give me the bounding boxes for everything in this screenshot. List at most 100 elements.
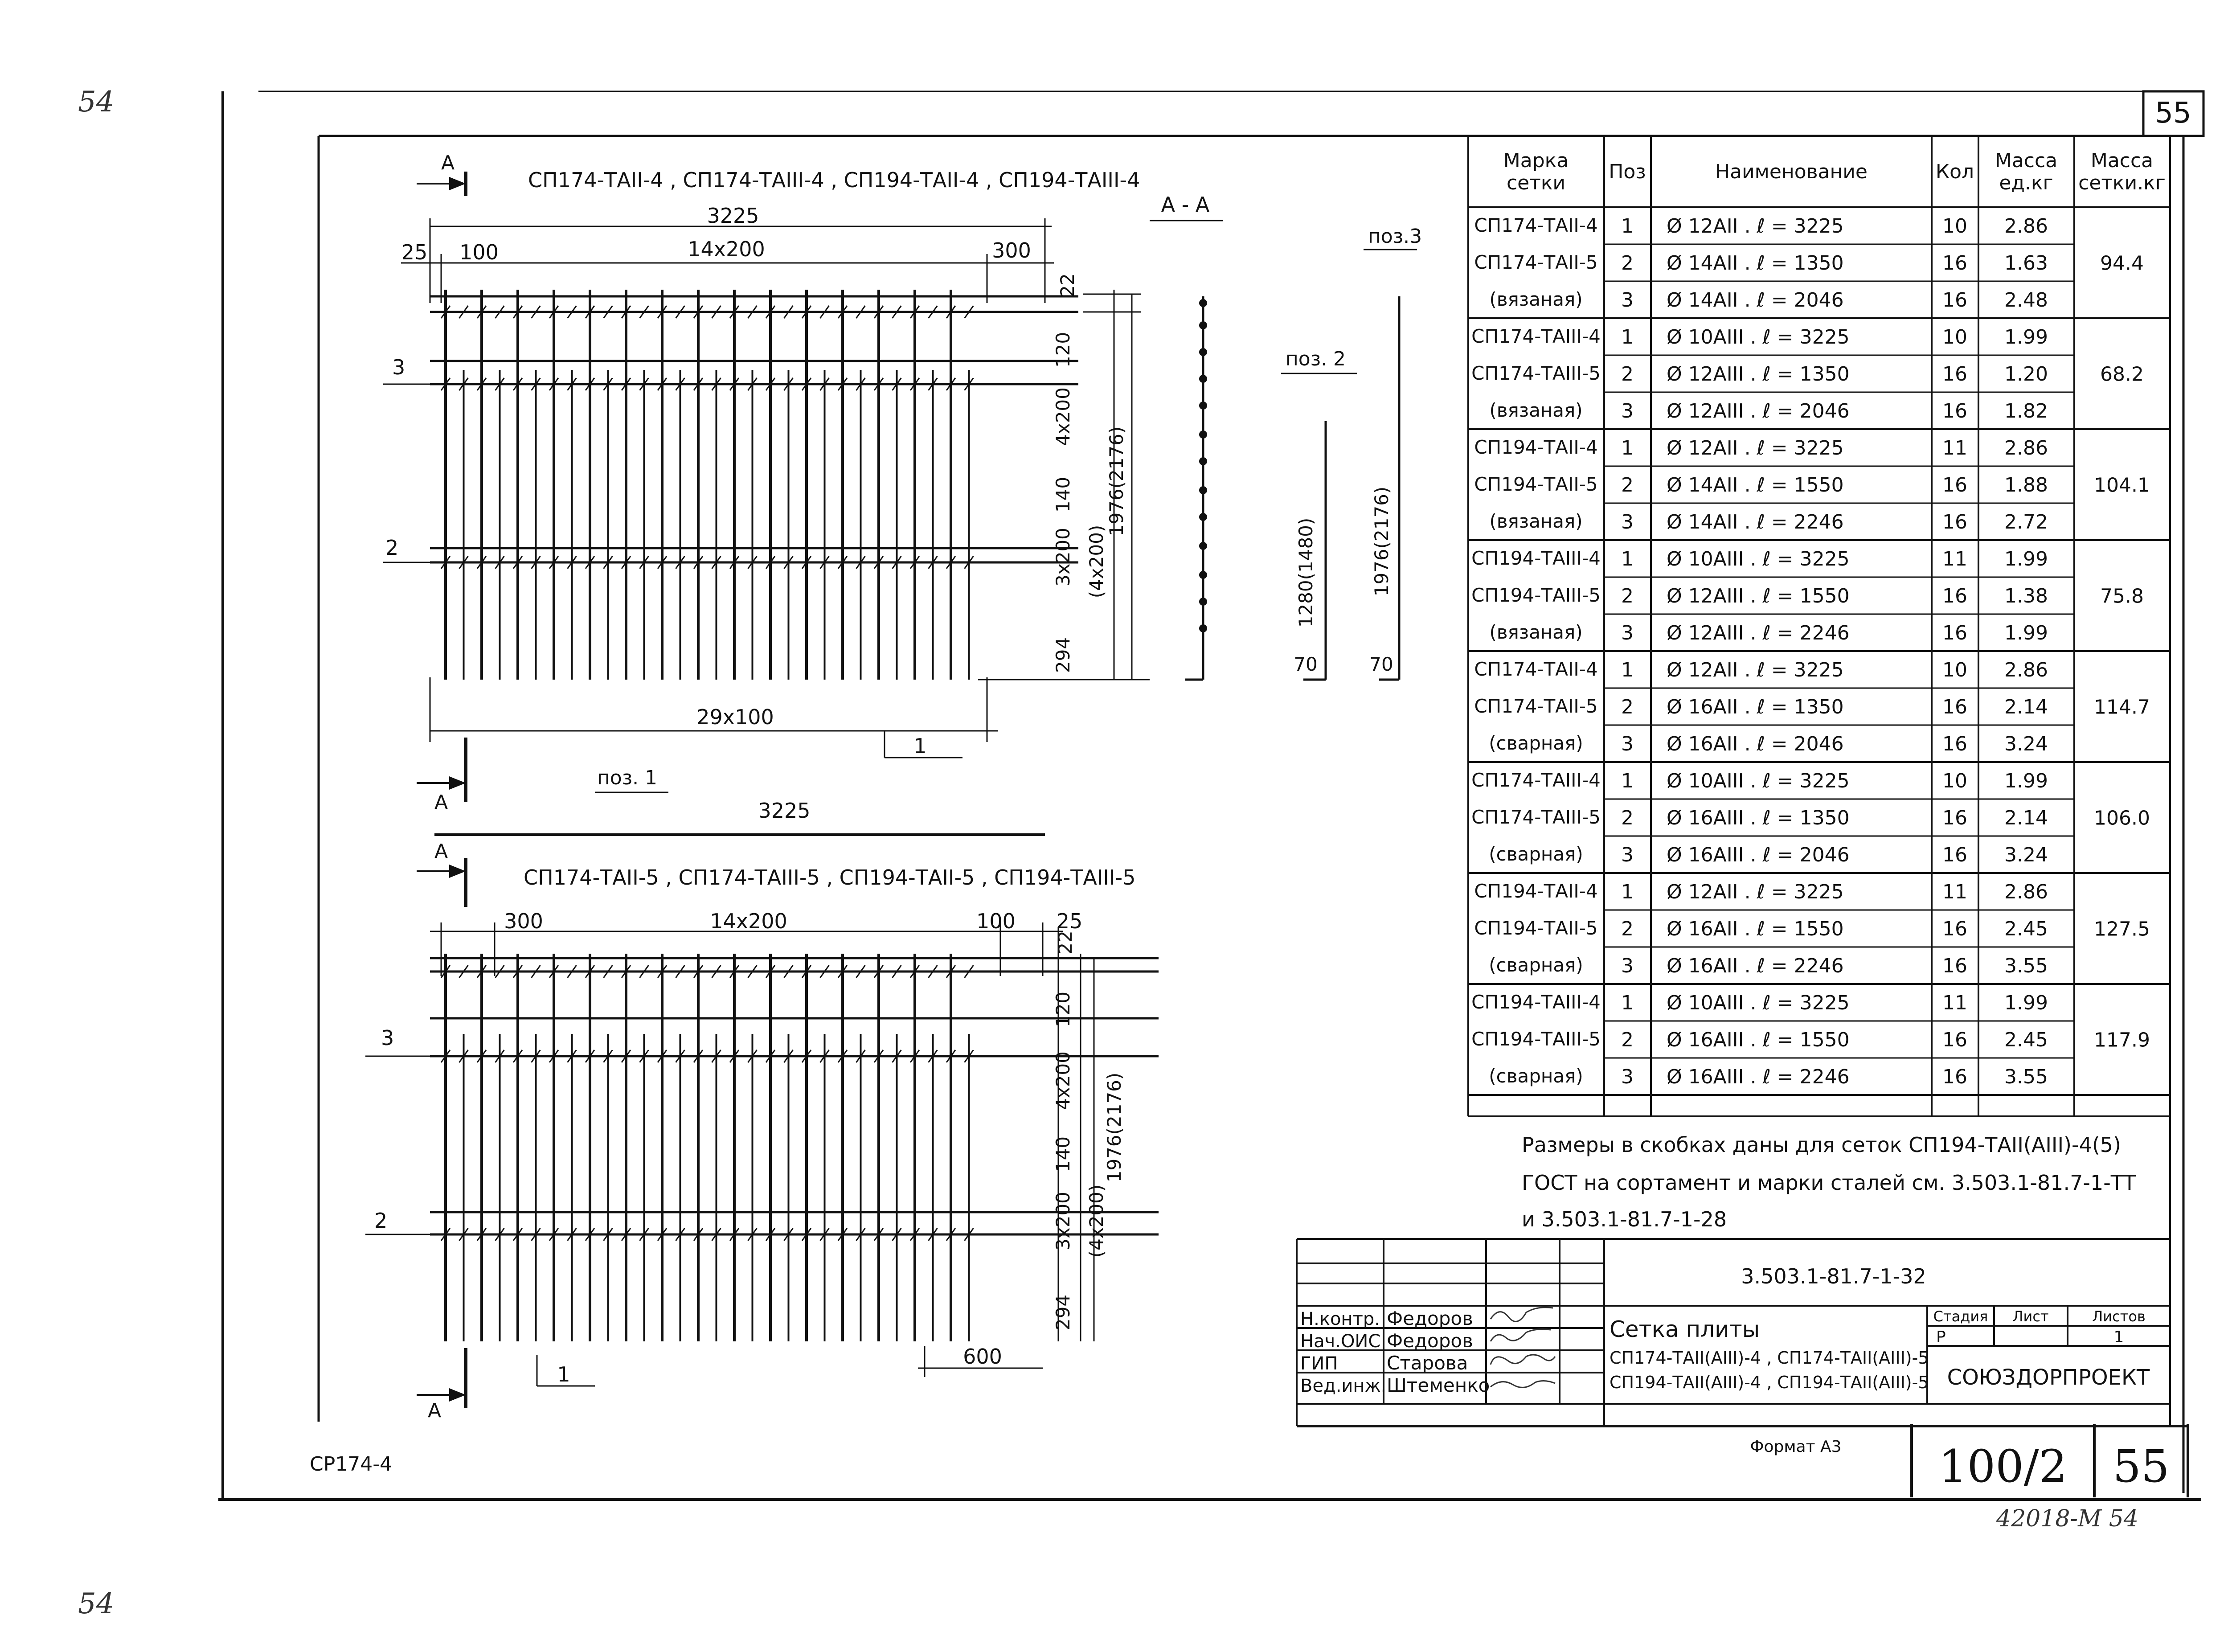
spec-cell-mass: 2.86 (2004, 437, 2048, 459)
mesh-tick (603, 1228, 613, 1241)
mesh-tick (747, 1049, 758, 1063)
dim-bottom-120: 120 (1052, 992, 1074, 1027)
mesh-tick (567, 305, 577, 319)
mesh-tick (512, 377, 523, 391)
mesh-tick (729, 1228, 740, 1241)
section-bar-dot (1199, 430, 1207, 439)
dim-top-300: 300 (992, 238, 1031, 262)
spec-cell-pos: 2 (1621, 696, 1634, 718)
mesh-tick (801, 965, 812, 978)
header-mark-line1: Марка (1503, 149, 1569, 172)
mesh-tick (892, 377, 902, 391)
role-0: Н.контр. (1300, 1309, 1380, 1329)
mesh-tick (856, 1049, 866, 1063)
mesh-tick (801, 556, 812, 569)
mesh-tick (765, 556, 776, 569)
mesh-tick (964, 305, 974, 319)
spec-cell-mass: 3.55 (2004, 1066, 2048, 1088)
mesh-tick (549, 377, 559, 391)
mesh-tick (837, 305, 848, 319)
dim-bottom-100: 100 (976, 909, 1016, 933)
spec-cell-mass: 2.45 (2004, 918, 2048, 940)
mesh-tick (765, 1228, 776, 1241)
section-bar-dot (1199, 513, 1207, 521)
mesh-tick (585, 1228, 595, 1241)
mesh-bottom (430, 954, 1159, 1341)
spec-cell-qty: 16 (1942, 696, 1967, 718)
mesh-tick (639, 965, 649, 978)
mesh-tick (693, 377, 704, 391)
mesh-top (430, 290, 1078, 680)
mesh-tick (567, 377, 577, 391)
mesh-tick (675, 965, 685, 978)
mesh-mark: (сварная) (1489, 954, 1583, 976)
margin-mark-bottom: 54 (78, 1587, 114, 1620)
spec-cell-pos: 1 (1621, 881, 1634, 903)
dim-top-4x200: 4x200 (1052, 387, 1074, 446)
mesh-mark: СП194-ТАIII-5 (1471, 1028, 1601, 1050)
title-block-grid (1296, 1238, 2189, 1497)
mesh-tick (946, 1049, 956, 1063)
mesh-tick (711, 556, 721, 569)
mesh-tick (693, 965, 704, 978)
spec-cell-qty: 16 (1942, 955, 1967, 977)
spec-cell-qty: 16 (1942, 733, 1967, 755)
mesh-tick (531, 556, 541, 569)
mesh-tick (783, 1049, 794, 1063)
dim-70a: 70 (1294, 653, 1317, 675)
header-name: Наименование (1715, 160, 1868, 183)
album-number: 100/2 (1939, 1440, 2067, 1492)
mesh-tick (549, 965, 559, 978)
spec-cell-qty: 10 (1942, 770, 1967, 792)
section-marker-bottom (417, 738, 467, 802)
mesh-tick (440, 305, 451, 319)
spec-cell-mass: 2.86 (2004, 659, 2048, 681)
mesh-tick (476, 305, 487, 319)
signature-1 (1490, 1328, 1551, 1342)
spec-cell-qty: 11 (1942, 881, 1967, 903)
mesh-tick (729, 556, 740, 569)
dim-bottom-4x200: 4x200 (1052, 1051, 1074, 1110)
header-pos: Поз (1609, 160, 1646, 183)
spec-cell-name: Ø 16АIII . ℓ = 1550 (1667, 1029, 1850, 1051)
mesh-tick (837, 556, 848, 569)
mesh-tick (567, 556, 577, 569)
mesh-tick (909, 377, 920, 391)
mesh-tick (639, 305, 649, 319)
mesh-tick (585, 556, 595, 569)
mesh-tick (639, 556, 649, 569)
header-qty: Кол (1936, 160, 1974, 183)
role-1: Нач.ОИС (1300, 1331, 1380, 1352)
mesh-tick (856, 305, 866, 319)
note-line1: Размеры в скобках даны для сеток СП194-Т… (1522, 1133, 2121, 1157)
spec-cell-pos: 3 (1621, 844, 1634, 866)
mesh-tick (476, 377, 487, 391)
dim-1280: 1280(1480) (1295, 518, 1317, 628)
album-sheet: 55 (2113, 1440, 2169, 1492)
mesh-tick (909, 1228, 920, 1241)
mesh-tick (512, 556, 523, 569)
mesh-tick (657, 305, 668, 319)
spec-cell-name: Ø 16АIII . ℓ = 1350 (1667, 807, 1850, 829)
role-name-3: Штеменко (1387, 1374, 1490, 1396)
spec-cell-qty: 11 (1942, 992, 1967, 1014)
mesh-tick (747, 305, 758, 319)
mesh-tick (585, 1049, 595, 1063)
mesh-tick (657, 1228, 668, 1241)
spec-cell-name: Ø 16АII . ℓ = 2046 (1667, 733, 1844, 755)
mesh-tick (476, 965, 487, 978)
mesh-tick (856, 965, 866, 978)
mesh-tick (801, 305, 812, 319)
signatures (1490, 1307, 1556, 1388)
mesh-tick (892, 305, 902, 319)
mesh-tick (512, 1228, 523, 1241)
section-bar-dot (1199, 348, 1207, 356)
spec-cell-pos: 2 (1621, 363, 1634, 385)
spec-cell-pos: 3 (1621, 622, 1634, 644)
mesh-tick (819, 556, 830, 569)
mesh-tick (747, 377, 758, 391)
dim-bottom-300: 300 (504, 909, 543, 933)
spec-cell-qty: 10 (1942, 659, 1967, 681)
mesh-tick (711, 305, 721, 319)
